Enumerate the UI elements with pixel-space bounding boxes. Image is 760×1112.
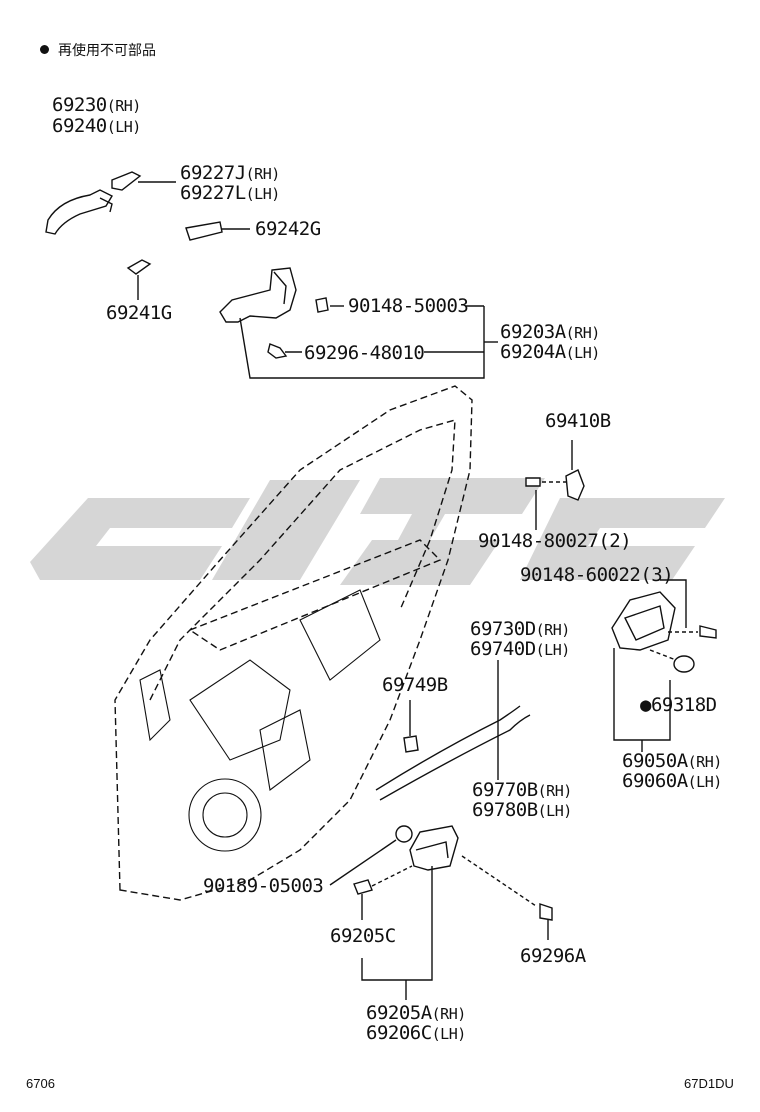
handle-frame xyxy=(219,267,297,323)
part-label-69318D: ●69318D xyxy=(640,694,717,716)
part-label-69227J: 69227J(RH) xyxy=(180,162,280,184)
part-label-69204A: 69204A(LH) xyxy=(500,341,600,363)
part-label-69242G: 69242G xyxy=(255,218,321,240)
handle-pad xyxy=(185,221,223,241)
screw-icon xyxy=(315,297,329,313)
cable xyxy=(379,714,531,801)
bolt-icon xyxy=(267,343,288,359)
illustration-code: 67D1DU xyxy=(684,1076,734,1091)
part-label-69770B: 69770B(RH) xyxy=(472,779,572,801)
clip-icon xyxy=(403,735,419,753)
note-text: 再使用不可部品 xyxy=(58,43,156,59)
part-label-69230: 69230(RH) xyxy=(52,94,141,116)
handle-cover xyxy=(111,171,142,191)
outside-handle xyxy=(45,189,113,235)
watermark-logo xyxy=(30,478,725,585)
part-label-69240: 69240(LH) xyxy=(52,115,141,137)
part-label-69206C: 69206C(LH) xyxy=(366,1022,466,1044)
part-label-69296A: 69296A xyxy=(520,945,586,967)
part-label-69296-48010: 69296-48010 xyxy=(304,342,425,364)
clip-icon xyxy=(565,469,585,501)
part-label-69205A: 69205A(RH) xyxy=(366,1002,466,1024)
door-panel xyxy=(114,385,473,901)
part-label-69749B: 69749B xyxy=(382,674,448,696)
part-label-69780B: 69780B(LH) xyxy=(472,799,572,821)
inside-handle-base xyxy=(611,591,676,651)
bullet-icon xyxy=(40,45,49,54)
small-pad xyxy=(126,259,152,275)
part-label-90189-05003: 90189-05003 xyxy=(203,875,324,897)
part-label-69410B: 69410B xyxy=(545,410,611,432)
part-label-69203A: 69203A(RH) xyxy=(500,321,600,343)
part-label-69730D: 69730D(RH) xyxy=(470,618,570,640)
pad-icon xyxy=(673,655,695,673)
grommet-icon xyxy=(395,825,413,843)
part-label-69227L: 69227L(LH) xyxy=(180,182,280,204)
screw-icon xyxy=(539,903,553,921)
part-label-90148-80027: 90148-80027(2) xyxy=(478,530,632,552)
bolt-icon xyxy=(353,879,373,895)
reuse-note: 再使用不可部品 xyxy=(40,40,156,60)
part-label-69050A: 69050A(RH) xyxy=(622,750,722,772)
part-label-69740D: 69740D(LH) xyxy=(470,638,570,660)
screw-icon xyxy=(525,477,541,487)
door-lock xyxy=(409,825,459,871)
part-label-69205C: 69205C xyxy=(330,925,396,947)
part-label-69241G: 69241G xyxy=(106,302,172,324)
figure-number: 6706 xyxy=(26,1076,55,1091)
part-label-69060A: 69060A(LH) xyxy=(622,770,722,792)
screw-icon xyxy=(699,625,717,639)
part-label-90148-60022: 90148-60022(3) xyxy=(520,564,674,586)
cable xyxy=(375,705,521,791)
part-label-90148-50003: 90148-50003 xyxy=(348,295,469,317)
